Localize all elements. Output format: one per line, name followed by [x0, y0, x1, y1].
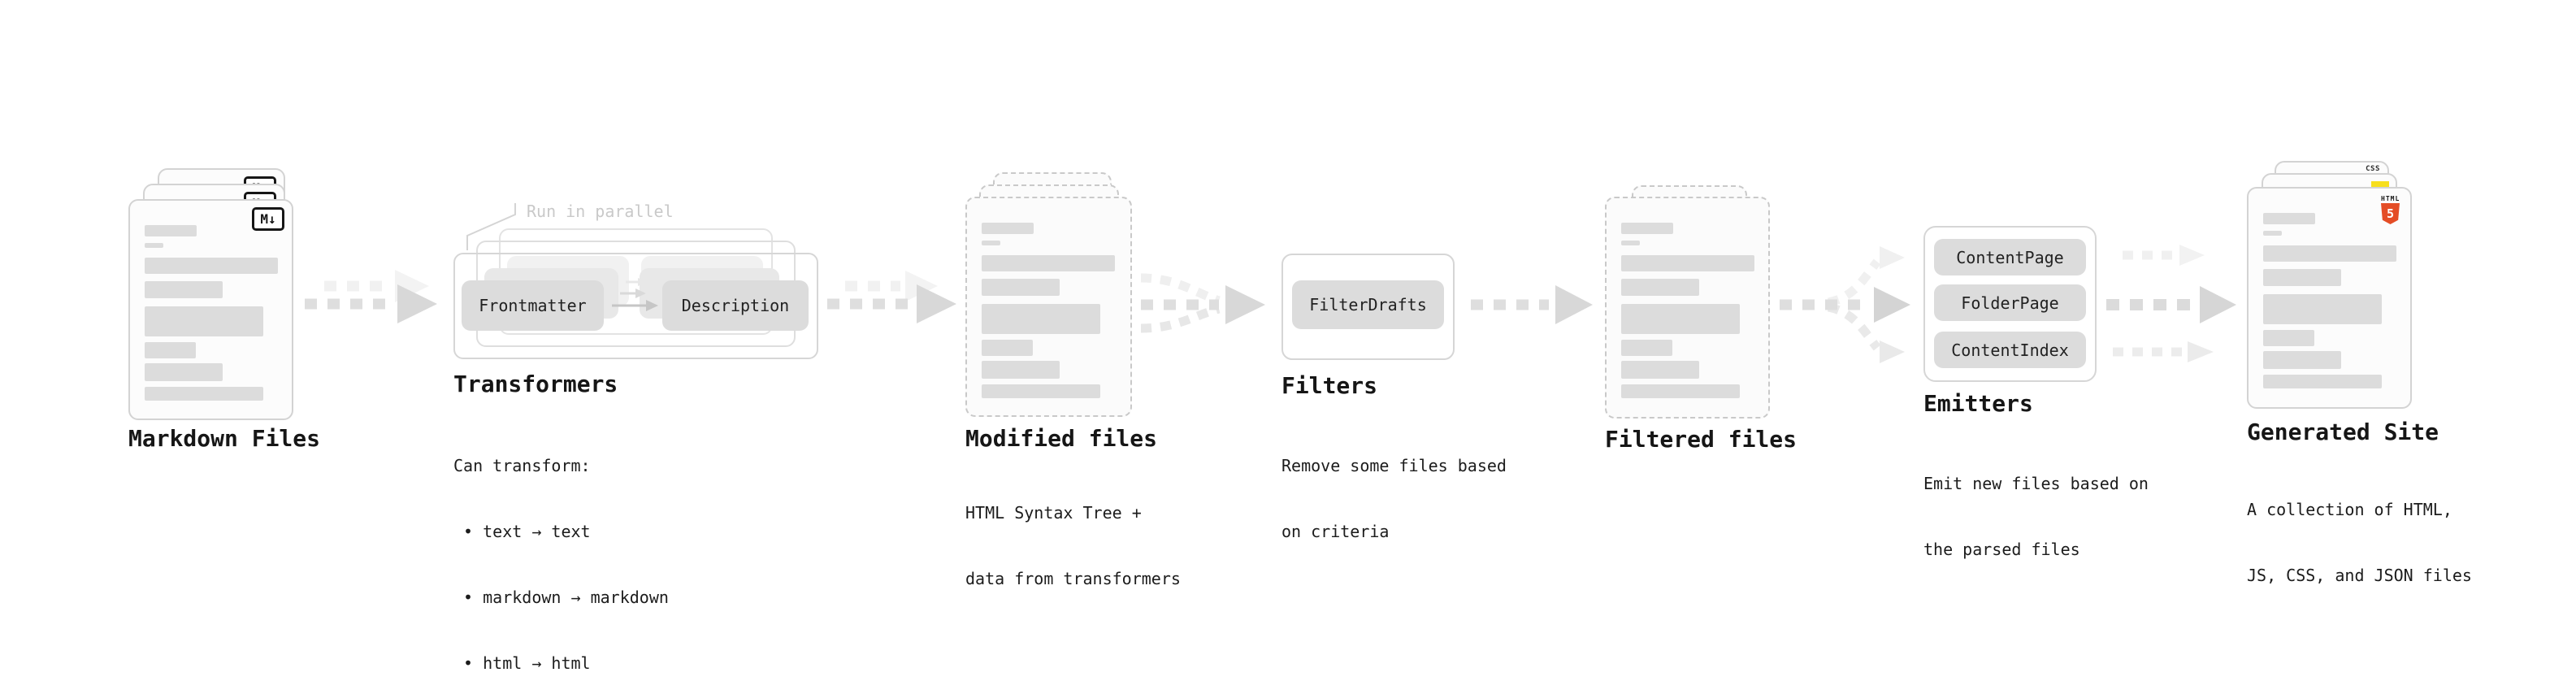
content-bar: [982, 223, 1034, 234]
stage-label-filters: Filters: [1281, 372, 1378, 399]
content-bar: [1621, 384, 1740, 398]
description-line: Remove some files based: [1281, 456, 1507, 475]
content-bar: [1621, 241, 1640, 245]
generated-site-description: A collection of HTML, JS, CSS, and JSON …: [2247, 455, 2472, 631]
description-line: data from transformers: [965, 569, 1181, 588]
html5-logo-icon: HTML 5: [2381, 196, 2400, 224]
content-bar: [145, 258, 278, 274]
arrow-filters-to-filtered: [1471, 285, 1593, 324]
content-bar: [982, 304, 1100, 334]
description-line: HTML Syntax Tree +: [965, 503, 1142, 523]
content-bar: [145, 342, 196, 358]
html5-logo-shield: 5: [2381, 203, 2400, 224]
content-bar: [982, 340, 1033, 356]
stage-label-transformers: Transformers: [453, 371, 618, 397]
content-bar: [2263, 351, 2341, 369]
stage-label-generated-site: Generated Site: [2247, 419, 2439, 445]
description-line: the parsed files: [1923, 540, 2080, 559]
filtered-file-card-front: [1605, 197, 1770, 419]
content-bar: [982, 279, 1060, 296]
markdown-icon: M↓: [252, 207, 284, 231]
stage-label-emitters: Emitters: [1923, 390, 2033, 417]
content-bar: [2263, 245, 2396, 262]
description-line: Can transform:: [453, 456, 591, 475]
contentindex-pill: ContentIndex: [1934, 332, 2086, 368]
content-bar: [145, 363, 223, 381]
arrows-emitters-to-site: [2106, 245, 2236, 362]
modified-file-card-front: [965, 197, 1132, 417]
content-bar: [145, 225, 197, 236]
arrow-transformers-to-modified: [827, 271, 956, 323]
content-bar: [145, 387, 263, 401]
stage-label-markdown-files: Markdown Files: [128, 425, 321, 452]
content-bar: [2263, 330, 2314, 346]
site-file-card-front: HTML 5: [2247, 187, 2412, 409]
content-bar: [1621, 340, 1672, 356]
stage-label-modified-files: Modified files: [965, 425, 1158, 452]
description-line: • html → html: [453, 653, 591, 673]
description-line: on criteria: [1281, 522, 1390, 541]
filters-description: Remove some files based on criteria: [1281, 411, 1507, 587]
content-bar: [1621, 361, 1699, 379]
content-bar: [1621, 255, 1754, 271]
arrow-markdown-to-transformers: [305, 270, 437, 323]
css-icon-label: CSS: [2366, 165, 2380, 173]
folderpage-pill: FolderPage: [1934, 284, 2086, 321]
content-bar: [2263, 294, 2382, 324]
content-bar: [982, 255, 1115, 271]
content-bar: [2263, 375, 2382, 388]
description-pill: Description: [662, 280, 809, 331]
content-bar: [982, 384, 1100, 398]
content-bar: [982, 361, 1060, 379]
description-line: JS, CSS, and JSON files: [2247, 566, 2472, 585]
content-bar: [145, 306, 263, 336]
content-bar: [145, 243, 163, 248]
transformer-layer-box-front: [453, 253, 818, 359]
description-line: • markdown → markdown: [453, 588, 669, 607]
content-bar: [982, 241, 1000, 245]
stage-label-filtered-files: Filtered files: [1605, 426, 1798, 453]
content-bar: [2263, 231, 2282, 236]
run-in-parallel-annotation: Run in parallel: [527, 202, 674, 221]
content-bar: [2263, 269, 2341, 286]
content-bar: [145, 281, 223, 298]
arrow-modified-to-filters-converge: [1140, 273, 1265, 333]
contentpage-pill: ContentPage: [1934, 239, 2086, 275]
markdown-file-card-front: M↓: [128, 199, 293, 420]
content-bar: [1621, 304, 1740, 334]
arrow-filtered-to-emitters-fanout: [1780, 246, 1910, 363]
content-bar: [1621, 223, 1673, 234]
filterdrafts-pill: FilterDrafts: [1292, 280, 1444, 329]
description-line: • text → text: [453, 522, 591, 541]
transformers-description: Can transform: • text → text • markdown …: [453, 411, 669, 681]
modified-files-description: HTML Syntax Tree + data from transformer…: [965, 458, 1181, 634]
frontmatter-pill: Frontmatter: [462, 280, 604, 331]
content-bar: [1621, 279, 1699, 296]
description-line: Emit new files based on: [1923, 474, 2149, 493]
description-line: A collection of HTML,: [2247, 500, 2452, 519]
html5-logo-label: HTML: [2381, 195, 2400, 202]
content-bar: [2263, 213, 2315, 224]
emitters-description: Emit new files based on the parsed files: [1923, 429, 2149, 605]
